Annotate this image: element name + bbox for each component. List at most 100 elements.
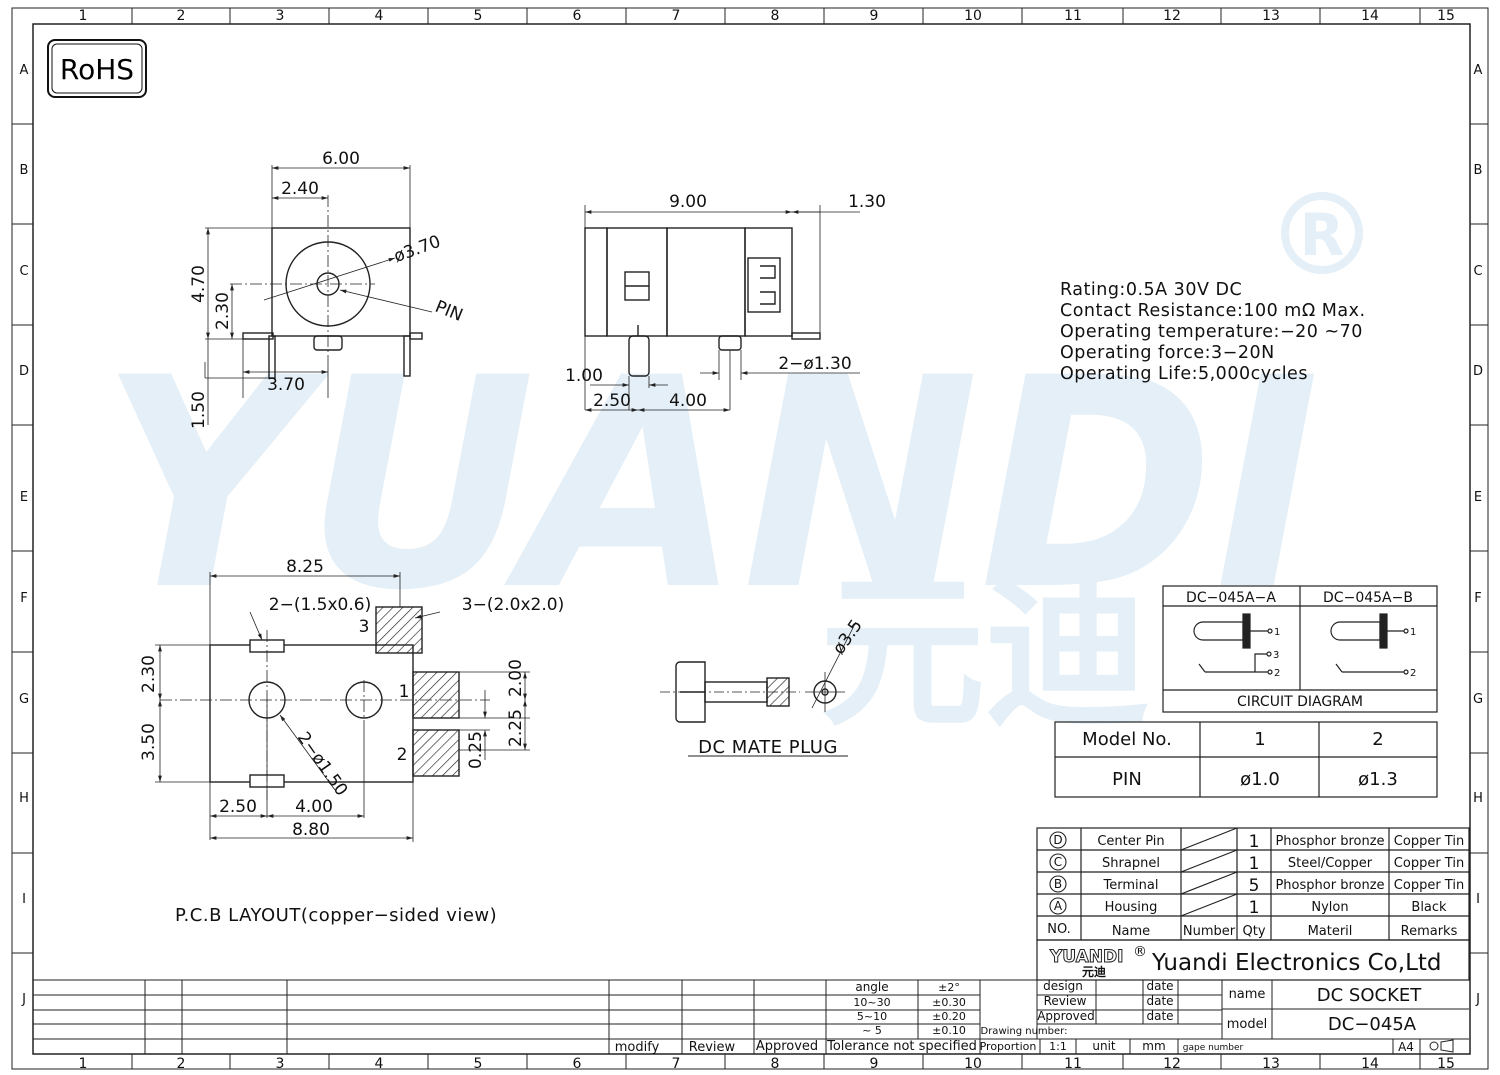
tb-name-label: name bbox=[1229, 987, 1266, 1002]
grid-col-top-14: 14 bbox=[1361, 8, 1379, 24]
dim-0-25: 0.25 bbox=[466, 731, 486, 769]
dim-slots: 2−(1.5x0.6) bbox=[269, 595, 371, 615]
front-view bbox=[204, 165, 433, 425]
sheet-grid-labels: 1122334455667788991010111112121313141415… bbox=[12, 8, 1488, 1072]
grid-row-right-C: C bbox=[1473, 264, 1482, 279]
tb-date-3: date bbox=[1146, 1009, 1173, 1023]
circuit-a-pin-3: 3 bbox=[1273, 650, 1279, 661]
model-pin-table: Model No. 1 2 PIN ø1.0 ø1.3 bbox=[1054, 721, 1438, 798]
grid-col-top-10: 10 bbox=[964, 8, 982, 24]
pin-number-2: 2 bbox=[397, 745, 408, 765]
watermark-registered-mark bbox=[1281, 192, 1363, 274]
tb-unit-value: mm bbox=[1142, 1039, 1165, 1053]
dim-2-holes-1-30: 2−ø1.30 bbox=[778, 354, 851, 374]
watermark-registered-letter: R bbox=[1300, 201, 1345, 269]
grid-row-right-B: B bbox=[1474, 163, 1483, 178]
bom-row-B-remarks: Copper Tin bbox=[1394, 878, 1464, 893]
tb-date-2: date bbox=[1146, 994, 1173, 1008]
tb-model-label: model bbox=[1227, 1017, 1267, 1032]
tb-drawing-number: Drawing number: bbox=[981, 1026, 1068, 1037]
grid-col-top-5: 5 bbox=[474, 8, 483, 24]
dim-4-70: 4.70 bbox=[189, 265, 209, 303]
circuit-col-b: DC−045A−B bbox=[1323, 590, 1413, 606]
title-block: angle ±2° 10~30 ±0.30 5~10 ±0.20 ~ 5 ±0.… bbox=[33, 979, 1469, 1055]
grid-row-left-D: D bbox=[19, 364, 29, 379]
grid-row-right-G: G bbox=[1473, 692, 1483, 707]
model-table-header-1: 1 bbox=[1254, 729, 1265, 750]
grid-col-top-3: 3 bbox=[276, 8, 285, 24]
grid-col-bottom-14: 14 bbox=[1361, 1056, 1379, 1072]
grid-row-left-F: F bbox=[20, 591, 27, 606]
bom-row-C-marker bbox=[1049, 853, 1067, 871]
model-table-header-model: Model No. bbox=[1082, 729, 1172, 750]
grid-col-top-8: 8 bbox=[771, 8, 780, 24]
bom-row-B-marker bbox=[1049, 875, 1067, 893]
bom-row-B-name: Terminal bbox=[1103, 878, 1159, 893]
grid-col-bottom-4: 4 bbox=[375, 1056, 384, 1072]
sheet-border bbox=[11, 7, 1489, 1070]
tb-unit: unit bbox=[1092, 1039, 1116, 1053]
dim-4-00-pcb: 4.00 bbox=[295, 797, 333, 817]
grid-col-top-2: 2 bbox=[177, 8, 186, 24]
grid-col-bottom-1: 1 bbox=[79, 1056, 88, 1072]
grid-col-bottom-3: 3 bbox=[276, 1056, 285, 1072]
circuit-a-pin-1: 1 bbox=[1274, 627, 1280, 638]
grid-col-top-11: 11 bbox=[1064, 8, 1082, 24]
dim-2-holes-1-50: 2−ø1.50 bbox=[293, 728, 351, 800]
grid-col-top-4: 4 bbox=[375, 8, 384, 24]
tb-range-2-tol: ±0.20 bbox=[932, 1010, 966, 1023]
tb-range-1-tol: ±0.30 bbox=[932, 996, 966, 1009]
plug-title: DC MATE PLUG bbox=[698, 737, 838, 758]
spec-contact-resistance: Contact Resistance:100 mΩ Max. bbox=[1060, 301, 1366, 321]
dim-1-30: 1.30 bbox=[848, 192, 886, 212]
tb-modify: modify bbox=[615, 1040, 660, 1055]
grid-col-bottom-6: 6 bbox=[573, 1056, 582, 1072]
tb-gape-number: gape number bbox=[1183, 1043, 1244, 1053]
model-table-pin-1: ø1.0 bbox=[1240, 769, 1280, 790]
tb-range-3-tol: ±0.10 bbox=[932, 1024, 966, 1037]
dim-2-50-pcb: 2.50 bbox=[219, 797, 257, 817]
dim-pads: 3−(2.0x2.0) bbox=[462, 595, 564, 615]
tb-range-1: 10~30 bbox=[853, 996, 890, 1009]
dim-1-00: 1.00 bbox=[565, 366, 603, 386]
grid-row-right-A: A bbox=[1474, 63, 1483, 78]
tb-range-2: 5~10 bbox=[857, 1010, 887, 1023]
grid-col-top-12: 12 bbox=[1163, 8, 1181, 24]
dim-2-30-pcb: 2.30 bbox=[139, 655, 159, 693]
tb-paper-size: A4 bbox=[1398, 1040, 1414, 1054]
bom-row-A-qty: 1 bbox=[1249, 898, 1260, 918]
dim-8-80: 8.80 bbox=[292, 820, 330, 840]
grid-row-right-I: I bbox=[1476, 892, 1480, 907]
bom-header-number: Number bbox=[1183, 924, 1236, 939]
side-view bbox=[584, 205, 860, 412]
grid-row-left-C: C bbox=[19, 264, 28, 279]
company-registered: ® bbox=[1133, 944, 1147, 960]
company-name: Yuandi Electronics Co,Ltd bbox=[1151, 950, 1442, 976]
dim-6-00: 6.00 bbox=[322, 149, 360, 169]
tb-approved: Approved bbox=[756, 1039, 818, 1054]
grid-row-left-A: A bbox=[20, 63, 29, 78]
bom-row-A-name: Housing bbox=[1105, 900, 1158, 915]
grid-col-bottom-2: 2 bbox=[177, 1056, 186, 1072]
circuit-a-pin-2: 2 bbox=[1274, 668, 1280, 679]
rohs-badge: RoHS bbox=[47, 39, 147, 98]
grid-col-top-7: 7 bbox=[672, 8, 681, 24]
spec-operating-life: Operating Life:5,000cycles bbox=[1060, 364, 1308, 384]
dim-ref-dia-3-70: ø3.70 bbox=[391, 232, 443, 267]
bom-header-qty: Qty bbox=[1242, 924, 1265, 939]
tb-proportion: Proportion bbox=[980, 1040, 1037, 1053]
grid-row-right-D: D bbox=[1473, 364, 1483, 379]
grid-row-left-B: B bbox=[20, 163, 29, 178]
bom-row-B-no: B bbox=[1054, 877, 1062, 891]
bom-header-no: NO. bbox=[1047, 922, 1071, 937]
projection-symbol bbox=[1429, 1039, 1454, 1053]
bom-row-C-material: Steel/Copper bbox=[1288, 856, 1373, 871]
circuit-col-a: DC−045A−A bbox=[1186, 590, 1276, 606]
dim-2-30: 2.30 bbox=[213, 292, 233, 330]
spec-operating-force: Operating force:3−20N bbox=[1060, 343, 1275, 363]
circuit-b-pin-2: 2 bbox=[1410, 668, 1416, 679]
bom-header-name: Name bbox=[1112, 924, 1150, 939]
dim-3-50: 3.50 bbox=[139, 723, 159, 761]
bom-row-C-no: C bbox=[1054, 855, 1062, 869]
